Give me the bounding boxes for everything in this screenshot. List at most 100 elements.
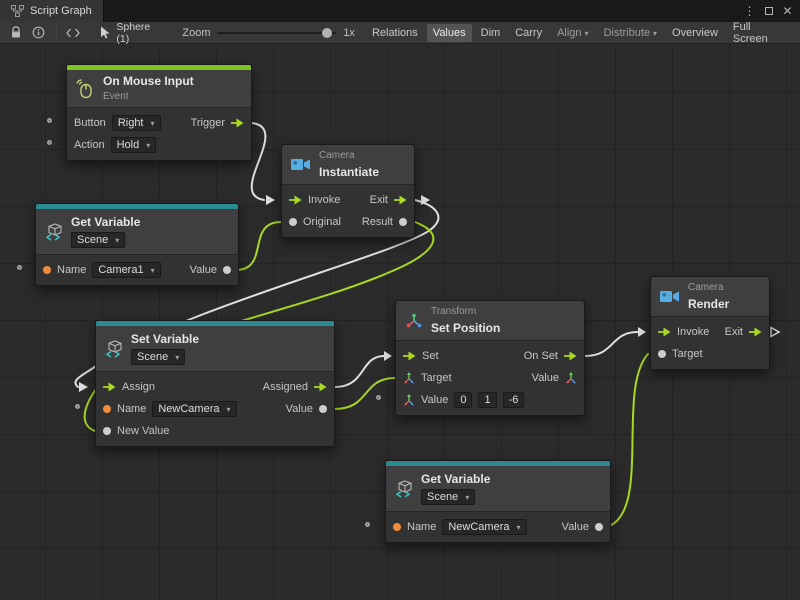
port-label: Name <box>117 403 147 415</box>
node-set-variable[interactable]: Set Variable Scene Assign Assigned <box>95 320 335 447</box>
cursor-icon <box>100 26 111 39</box>
dim-button[interactable]: Dim <box>480 26 501 39</box>
port-label: Invoke <box>308 194 341 206</box>
info-icon[interactable] <box>29 24 49 42</box>
node-category: Camera <box>319 150 355 161</box>
vector3-port-icon[interactable] <box>565 372 577 384</box>
wire-getvalue-to-rendertarget[interactable] <box>606 353 649 528</box>
button-value: Right <box>117 117 144 129</box>
value-output-port[interactable] <box>595 523 603 531</box>
node-get-variable-2[interactable]: Get Variable Scene Name NewCamera <box>385 460 611 543</box>
node-title: Render <box>688 297 730 311</box>
z-field[interactable]: -6 <box>502 392 525 408</box>
menu-icon[interactable]: ⋮ <box>743 4 756 18</box>
scope-value: Scene <box>137 351 169 363</box>
set-input-port[interactable] <box>403 351 416 361</box>
unconnected-port[interactable] <box>365 522 370 527</box>
wire-trigger-to-invoke[interactable] <box>250 122 267 201</box>
zoom-slider[interactable] <box>217 26 337 40</box>
original-input-port[interactable] <box>289 218 297 226</box>
node-set-position[interactable]: Transform Set Position Set On Set <box>395 300 585 416</box>
invoke-input-port[interactable] <box>658 327 671 337</box>
variable-icon <box>105 339 123 358</box>
align-label: Align <box>557 26 582 39</box>
exit-output-port[interactable] <box>394 195 407 205</box>
carry-button[interactable]: Carry <box>515 26 543 39</box>
variable-name-value: Camera1 <box>98 264 144 276</box>
code-icon[interactable] <box>64 24 84 42</box>
variable-name-dropdown[interactable]: Camera1 <box>92 262 161 278</box>
variable-name-value: NewCamera <box>448 521 510 533</box>
distribute-label: Distribute <box>603 26 651 39</box>
scope-dropdown[interactable]: Scene <box>71 232 126 248</box>
name-input-port[interactable] <box>43 266 51 274</box>
on-set-output-port[interactable] <box>564 351 577 361</box>
x-field[interactable]: 0 <box>454 392 473 408</box>
value-output-port[interactable] <box>319 405 327 413</box>
wire-assigned-to-set[interactable] <box>334 355 385 388</box>
assign-input-port[interactable] <box>103 382 116 392</box>
exit-output-port[interactable] <box>749 327 762 337</box>
wire-onset-to-invoke[interactable] <box>584 331 639 357</box>
value-output-port[interactable] <box>223 266 231 274</box>
port-label: Trigger <box>190 117 225 129</box>
port-label: Assigned <box>262 381 308 393</box>
trigger-output-port[interactable] <box>231 118 244 128</box>
close-icon[interactable]: ✕ <box>782 4 793 18</box>
wire-arrowhead <box>384 351 392 361</box>
selection-label: Sphere (1) <box>116 20 151 45</box>
unconnected-port[interactable] <box>47 118 52 123</box>
node-on-mouse-input[interactable]: On Mouse Input Event Button Right Trigge… <box>66 64 252 161</box>
tab-script-graph[interactable]: Script Graph <box>0 0 104 22</box>
name-input-port[interactable] <box>103 405 111 413</box>
port-label: New Value <box>117 425 170 437</box>
assigned-output-port[interactable] <box>314 382 327 392</box>
zoom-slider-handle[interactable] <box>322 27 333 38</box>
overview-button[interactable]: Overview <box>672 26 718 39</box>
variable-name-dropdown[interactable]: NewCamera <box>442 519 527 535</box>
port-label: Invoke <box>677 326 710 338</box>
graph-toolbar: Sphere (1) Zoom 1x Relations Values Dim … <box>0 20 800 45</box>
lock-icon[interactable] <box>6 24 26 42</box>
variable-name-dropdown[interactable]: NewCamera <box>152 401 237 417</box>
align-button[interactable]: Align <box>551 24 594 42</box>
new-value-input-port[interactable] <box>103 427 111 435</box>
node-camera-render[interactable]: Camera Render Invoke Exit <box>650 276 770 370</box>
node-get-variable-1[interactable]: Get Variable Scene Name Camera1 <box>35 203 239 286</box>
node-title: Get Variable <box>421 472 491 486</box>
unconnected-port[interactable] <box>376 395 381 400</box>
result-output-port[interactable] <box>399 218 407 226</box>
scope-dropdown[interactable]: Scene <box>131 349 186 365</box>
node-category: Transform <box>431 306 477 317</box>
wire-setvalue-to-target[interactable] <box>334 377 396 410</box>
selection-indicator[interactable]: Sphere (1) <box>100 21 165 45</box>
chevron-down-icon <box>151 264 155 276</box>
action-dropdown[interactable]: Hold <box>110 137 157 153</box>
node-camera-instantiate[interactable]: Camera Instantiate Invoke Exit <box>281 144 415 238</box>
unconnected-port[interactable] <box>75 404 80 409</box>
transform-port-icon[interactable] <box>403 372 415 384</box>
values-button[interactable]: Values <box>426 23 472 42</box>
variable-strip <box>386 461 610 466</box>
name-input-port[interactable] <box>393 523 401 531</box>
zoom-slider-track <box>217 32 337 34</box>
invoke-input-port[interactable] <box>289 195 302 205</box>
unconnected-port[interactable] <box>47 140 52 145</box>
distribute-button[interactable]: Distribute <box>598 24 663 42</box>
node-title: Set Variable <box>131 332 200 346</box>
y-field[interactable]: 1 <box>478 392 497 408</box>
scope-dropdown[interactable]: Scene <box>421 489 476 505</box>
node-title: On Mouse Input <box>103 74 194 88</box>
target-input-port[interactable] <box>658 350 666 358</box>
scope-value: Scene <box>77 234 109 246</box>
fullscreen-button[interactable]: Full Screen <box>732 20 768 45</box>
vector3-port-icon[interactable] <box>403 394 415 406</box>
port-label: Button <box>74 117 106 129</box>
graph-canvas[interactable]: On Mouse Input Event Button Right Trigge… <box>0 44 800 600</box>
port-label: Target <box>672 348 703 360</box>
button-dropdown[interactable]: Right <box>111 115 161 131</box>
wire-value-to-original[interactable] <box>235 221 282 271</box>
unconnected-port[interactable] <box>17 265 22 270</box>
maximize-icon[interactable] <box>760 2 777 20</box>
relations-button[interactable]: Relations <box>371 26 418 39</box>
